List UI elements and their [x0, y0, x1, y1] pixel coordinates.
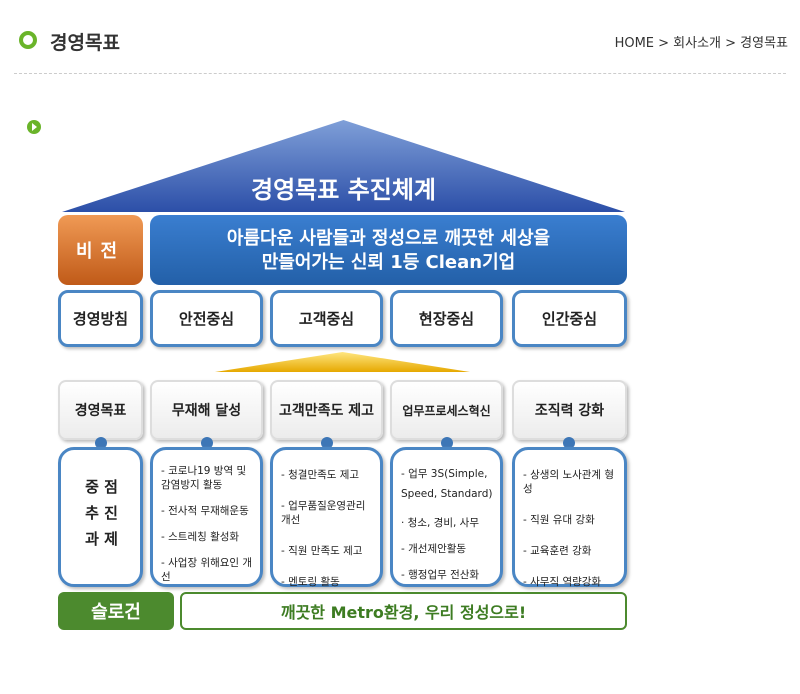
- task-label-line: 중 점: [85, 478, 118, 496]
- connector-dot: [321, 437, 333, 449]
- policy-item: 고객중심: [270, 290, 383, 347]
- title-ring-icon: [19, 31, 37, 49]
- task-label-line: 추 진: [85, 504, 118, 522]
- task-item: - 스트레칭 활성화: [161, 531, 240, 543]
- connector-dot: [95, 437, 107, 449]
- page-title: 경영목표: [50, 32, 120, 54]
- task-item: - 개선제안활동: [401, 543, 467, 555]
- task-item: - 교육훈련 강화: [523, 545, 592, 557]
- vision-text: 아름다운 사람들과 정성으로 깨끗한 세상을 만들어가는 신뢰 1등 Clean…: [150, 215, 627, 285]
- slogan-label: 슬로건: [58, 592, 174, 630]
- task-item: - 업무 3S(Simple, Speed, Standard): [401, 468, 493, 500]
- policy-item: 인간중심: [512, 290, 627, 347]
- vision-line1: 아름다운 사람들과 정성으로 깨끗한 세상을: [226, 228, 551, 249]
- task-item: - 직원 만족도 제고: [281, 545, 363, 557]
- goal-item: 조직력 강화: [512, 380, 627, 440]
- divider: [14, 73, 786, 74]
- task-box: - 상생의 노사관계 형성 - 직원 유대 강화 - 교육훈련 강화 - 사무직…: [512, 447, 627, 588]
- policy-item: 현장중심: [390, 290, 503, 347]
- task-item: - 멘토링 활동: [281, 576, 340, 588]
- task-item: - 업무품질운영관리 개선: [281, 500, 366, 526]
- task-item: - 청결만족도 제고: [281, 469, 360, 481]
- breadcrumb: HOME > 회사소개 > 경영목표: [614, 36, 788, 51]
- connector-dot: [441, 437, 453, 449]
- goal-item: 무재해 달성: [150, 380, 263, 440]
- slogan-text: 깨끗한 Metro환경, 우리 정성으로!: [180, 592, 627, 630]
- task-item: - 사업장 위해요인 개선: [161, 557, 253, 583]
- task-label: 중 점 추 진 과 제: [58, 447, 143, 587]
- policy-label: 경영방침: [58, 290, 143, 347]
- task-item: - 사무직 역량강화: [523, 576, 602, 588]
- connector-dot: [563, 437, 575, 449]
- task-item: · 청소, 경비, 사무: [401, 517, 479, 529]
- task-item: - 전사적 무재해운동: [161, 505, 249, 517]
- vision-label: 비전: [58, 215, 143, 285]
- task-box: - 청결만족도 제고 - 업무품질운영관리 개선 - 직원 만족도 제고 - 멘…: [270, 447, 383, 588]
- goal-label: 경영목표: [58, 380, 143, 440]
- up-arrow-triangle: [215, 352, 470, 372]
- play-bullet-icon: [27, 120, 41, 134]
- task-box: - 업무 3S(Simple, Speed, Standard) · 청소, 경…: [390, 447, 503, 587]
- diagram-title: 경영목표 추진체계: [251, 176, 436, 204]
- policy-item: 안전중심: [150, 290, 263, 347]
- task-item: - 직원 유대 강화: [523, 514, 595, 526]
- task-item: - 행정업무 전산화: [401, 569, 480, 581]
- goal-item: 업무프로세스혁신: [390, 380, 503, 440]
- vision-line2: 만들어가는 신뢰 1등 Clean기업: [261, 252, 516, 273]
- task-box: - 코로나19 방역 및 감염방지 활동 - 전사적 무재해운동 - 스트레칭 …: [150, 447, 263, 587]
- task-item: - 상생의 노사관계 형성: [523, 469, 615, 495]
- connector-dot: [201, 437, 213, 449]
- goal-item: 고객만족도 제고: [270, 380, 383, 440]
- task-item: - 코로나19 방역 및 감염방지 활동: [161, 465, 247, 491]
- task-label-line: 과 제: [85, 530, 118, 548]
